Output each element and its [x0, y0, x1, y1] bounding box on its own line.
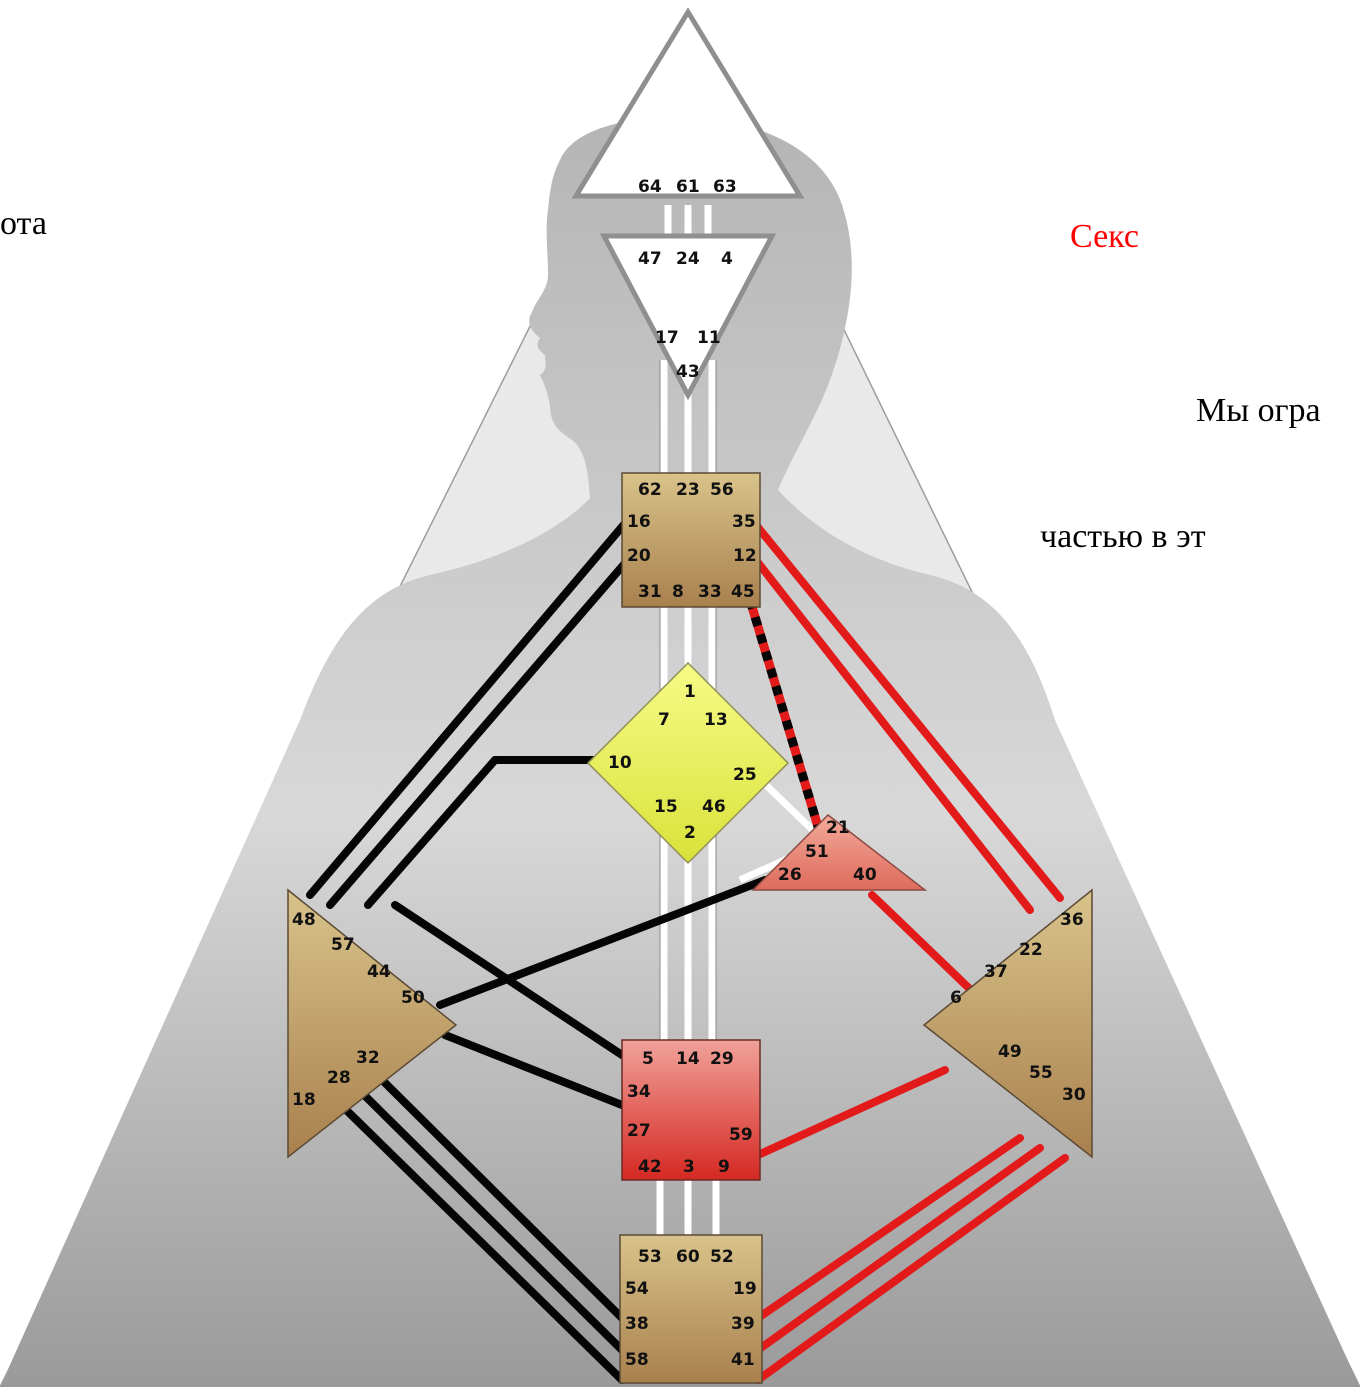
gate-label: 46: [702, 797, 726, 817]
gate-label: 39: [731, 1314, 755, 1334]
gate-label: 42: [638, 1157, 662, 1177]
gate-label: 20: [627, 546, 651, 566]
gate-label: 8: [672, 582, 684, 602]
gate-label: 34: [627, 1082, 651, 1102]
g-center: [586, 661, 790, 865]
spleen-center: [287, 888, 458, 1159]
gate-label: 44: [367, 962, 391, 982]
gate-label: 61: [676, 177, 700, 197]
gate-label: 43: [676, 362, 700, 382]
gate-label: 59: [729, 1125, 753, 1145]
gate-label: 31: [638, 582, 662, 602]
black-channels: [306, 511, 769, 1384]
gate-label: 21: [826, 818, 850, 838]
gate-label: 30: [1062, 1085, 1086, 1105]
root-center: [619, 1234, 763, 1384]
gate-label: 17: [655, 328, 679, 348]
gate-label: 64: [638, 177, 662, 197]
gate-label: 41: [731, 1350, 755, 1370]
gate-label: 7: [658, 710, 670, 730]
head-center: [571, 7, 805, 199]
gate-label: 58: [625, 1350, 649, 1370]
striped-channel-dash: [745, 598, 827, 842]
gate-label: 37: [984, 962, 1008, 982]
gate-label: 60: [676, 1247, 700, 1267]
sex-label: Секс: [1070, 218, 1139, 255]
gate-label: 62: [638, 480, 662, 500]
gate-label: 25: [733, 765, 757, 785]
gate-label: 12: [733, 546, 757, 566]
ajna-center: [599, 233, 777, 401]
gate-label: 45: [731, 582, 755, 602]
left-cut-text: ота: [0, 205, 47, 242]
gate-label: 4: [721, 249, 733, 269]
gate-label: 53: [638, 1247, 662, 1267]
gate-label: 14: [676, 1049, 700, 1069]
gate-label: 38: [625, 1314, 649, 1334]
gate-label: 51: [805, 842, 829, 862]
gate-label: 33: [698, 582, 722, 602]
gate-label: 35: [732, 512, 756, 532]
gate-label: 56: [710, 480, 734, 500]
gate-label: 22: [1019, 940, 1043, 960]
gate-label: 13: [704, 710, 728, 730]
gate-label: 23: [676, 480, 700, 500]
gate-label: 24: [676, 249, 700, 269]
sacral-center: [621, 1039, 761, 1181]
gate-label: 28: [327, 1068, 351, 1088]
gate-label: 3: [683, 1157, 695, 1177]
gate-label: 5: [642, 1049, 654, 1069]
gate-label: 2: [684, 823, 696, 843]
gate-label: 40: [853, 865, 877, 885]
throat-center: [621, 472, 761, 608]
gate-label: 10: [608, 753, 632, 773]
gate-label: 16: [627, 512, 651, 532]
gate-label: 1: [684, 682, 696, 702]
gate-label: 36: [1060, 910, 1084, 930]
gate-label: 57: [331, 935, 355, 955]
gate-label: 9: [718, 1157, 730, 1177]
gate-label: 19: [733, 1279, 757, 1299]
gate-label: 55: [1029, 1063, 1053, 1083]
gate-label: 26: [778, 865, 802, 885]
gate-label: 52: [710, 1247, 734, 1267]
gate-label: 6: [950, 988, 962, 1008]
gate-label: 27: [627, 1121, 651, 1141]
gate-label: 54: [625, 1279, 649, 1299]
gate-label: 50: [401, 988, 425, 1008]
solar-plexus-center: [922, 888, 1093, 1159]
gate-label: 15: [654, 797, 678, 817]
right-cut-text-1: Мы огра: [1196, 392, 1321, 429]
gate-label: 32: [356, 1048, 380, 1068]
gate-labels: 64 61 63 47 24 4 17 11 43 62 23 56 16 35…: [292, 177, 1086, 1370]
gate-label: 48: [292, 910, 316, 930]
gate-label: 49: [998, 1042, 1022, 1062]
right-cut-text-2: частью в эт: [1040, 518, 1206, 555]
gate-label: 18: [292, 1090, 316, 1110]
gate-label: 47: [638, 249, 662, 269]
gate-label: 63: [713, 177, 737, 197]
gate-label: 29: [710, 1049, 734, 1069]
gate-label: 11: [697, 328, 721, 348]
heart-center: [751, 814, 928, 891]
